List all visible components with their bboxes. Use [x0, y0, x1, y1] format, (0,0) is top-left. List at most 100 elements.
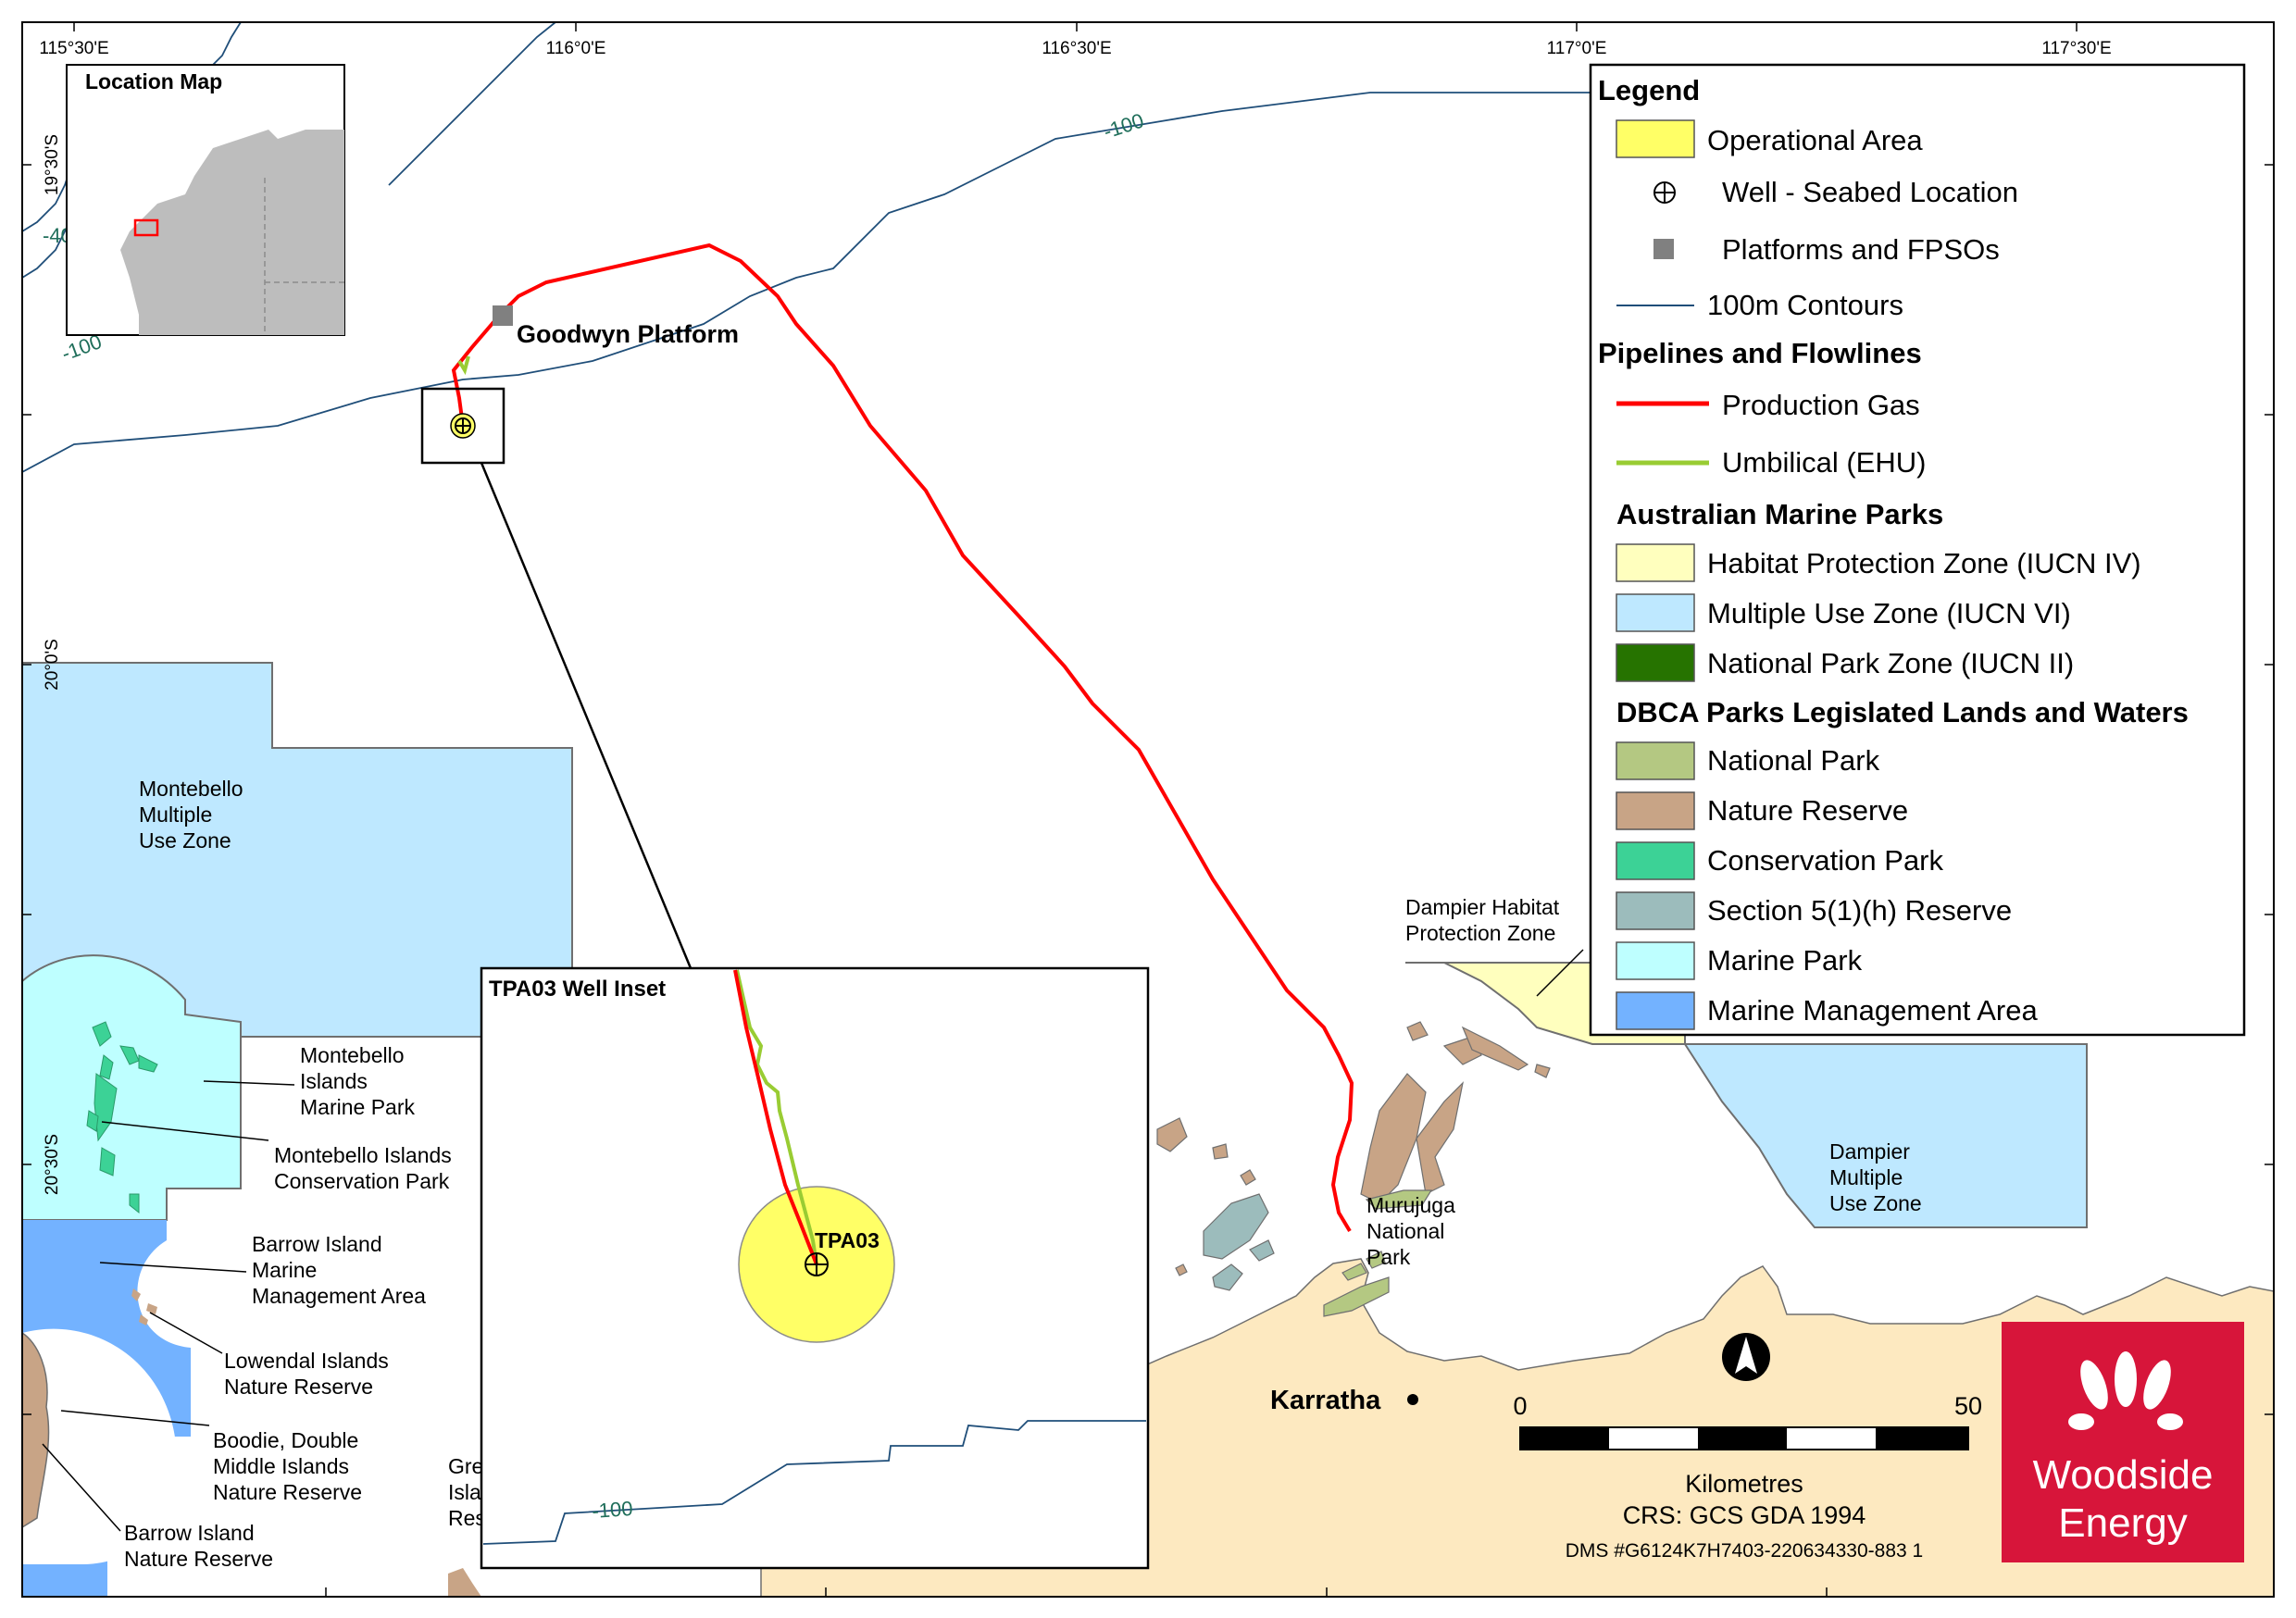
- svg-text:Barrow Island: Barrow Island: [124, 1521, 255, 1545]
- svg-text:Lowendal Islands: Lowendal Islands: [224, 1349, 389, 1373]
- woodside-logo-mark: [2068, 1351, 2183, 1430]
- montebello-cp-label: Montebello Islands Conservation Park: [274, 1143, 452, 1193]
- graticule-label-left-0: 19°30'S: [43, 134, 62, 195]
- legend-item-muz: Multiple Use Zone (IUCN VI): [1707, 597, 2071, 629]
- contour-north: [388, 21, 556, 186]
- legend-item-national-park: National Park: [1707, 744, 1880, 777]
- production-gas-pipeline: [451, 243, 1354, 1233]
- montebello-marine-park: [21, 954, 242, 1221]
- svg-text:Marine Park: Marine Park: [300, 1095, 415, 1119]
- location-map-australia: [120, 130, 344, 335]
- svg-text:Marine: Marine: [252, 1258, 317, 1282]
- graticule-label-top-2: 116°30'E: [1042, 39, 1111, 58]
- location-map-extent: [133, 218, 159, 237]
- dampier-hpz-label: Dampier Habitat Protection Zone: [1405, 895, 1560, 945]
- legend-item-conservation-park: Conservation Park: [1707, 844, 1944, 877]
- legend-item-operational-area: Operational Area: [1707, 124, 1923, 156]
- great-label-partial: Gre Isla Res: [448, 1454, 486, 1530]
- lowendal-islands: [131, 1288, 157, 1326]
- lowendal-label: Lowendal Islands Nature Reserve: [224, 1349, 389, 1399]
- svg-text:Dampier: Dampier: [1829, 1139, 1910, 1164]
- svg-text:Nature Reserve: Nature Reserve: [213, 1480, 362, 1504]
- dampier-multiple-use-zone: [1683, 1043, 2088, 1228]
- location-map-title: Location Map: [85, 69, 222, 93]
- woodside-logo-text-2: Energy: [2058, 1500, 2187, 1546]
- karratha-point: [1407, 1394, 1418, 1405]
- legend-title: Legend: [1598, 74, 1700, 106]
- legend-item-mma: Marine Management Area: [1707, 994, 2038, 1027]
- goodwyn-platform-marker: [493, 305, 513, 326]
- legend-amp-title: Australian Marine Parks: [1616, 498, 1943, 530]
- svg-text:Management Area: Management Area: [252, 1284, 426, 1308]
- svg-text:Montebello: Montebello: [300, 1043, 405, 1067]
- svg-text:Dampier Habitat: Dampier Habitat: [1405, 895, 1560, 919]
- legend-item-production-gas: Production Gas: [1722, 389, 1920, 421]
- svg-text:Use Zone: Use Zone: [139, 828, 231, 853]
- legend-dbca-title: DBCA Parks Legislated Lands and Waters: [1616, 696, 2189, 728]
- legend-platform-icon: [1653, 239, 1674, 259]
- inset-extent-box: [420, 387, 505, 465]
- legend-item-nature-reserve: Nature Reserve: [1707, 794, 1908, 827]
- montebello-mp-label: Montebello Islands Marine Park: [300, 1043, 415, 1119]
- barrow-mma-label: Barrow Island Marine Management Area: [252, 1232, 426, 1308]
- north-arrow: [1722, 1333, 1770, 1381]
- svg-text:Nature Reserve: Nature Reserve: [124, 1547, 273, 1571]
- svg-text:Montebello: Montebello: [139, 777, 243, 801]
- map-frame: [21, 21, 2275, 1598]
- inset-contour-label: -100: [592, 1497, 634, 1523]
- graticule-label-top-1: 116°0'E: [546, 39, 606, 58]
- inset-contour: [482, 1420, 1146, 1545]
- barrow-nr-label: Barrow Island Nature Reserve: [124, 1521, 273, 1571]
- legend-item-hpz: Habitat Protection Zone (IUCN IV): [1707, 547, 2141, 579]
- barrow-mma-inner-sea: [22, 1328, 178, 1564]
- graticule-label-top-4: 117°30'E: [2041, 39, 2111, 58]
- legend-item-well: Well - Seabed Location: [1722, 176, 2018, 208]
- boodie-label: Boodie, Double Middle Islands Nature Res…: [213, 1428, 362, 1504]
- murujuga-label: Murujuga National Park: [1366, 1193, 1455, 1269]
- legend-pipelines-title: Pipelines and Flowlines: [1598, 337, 1922, 369]
- inset-umbilical: [735, 969, 818, 1265]
- legend-item-platforms: Platforms and FPSOs: [1722, 233, 2000, 266]
- dms-label: DMS #G6124K7H7403-220634330-883 1: [1566, 1540, 1923, 1562]
- woodside-logo: Woodside Energy: [2002, 1322, 2244, 1562]
- svg-text:Multiple: Multiple: [1829, 1165, 1903, 1189]
- svg-text:Barrow Island: Barrow Island: [252, 1232, 382, 1256]
- graticule-label-left-1: 20°0'S: [43, 639, 62, 691]
- svg-text:Multiple: Multiple: [139, 803, 212, 827]
- umbilical-pipeline: [457, 355, 470, 376]
- graticule-ticks: [22, 22, 2274, 1597]
- inset-title: TPA03 Well Inset: [489, 977, 666, 1002]
- scale-units: Kilometres: [1685, 1470, 1803, 1498]
- contour-100-main: [21, 92, 1592, 473]
- svg-text:Res: Res: [448, 1506, 486, 1530]
- inset: -100 TPA03 TPA03 Well Inset: [480, 966, 1150, 1570]
- dampier-muz-label: Dampier Multiple Use Zone: [1829, 1139, 1922, 1215]
- svg-text:Murujuga: Murujuga: [1366, 1193, 1455, 1217]
- graticule-label-top-0: 115°30'E: [39, 39, 108, 58]
- inset-production-gas: [733, 969, 818, 1265]
- svg-text:Nature Reserve: Nature Reserve: [224, 1375, 373, 1399]
- crs-label: CRS: GCS GDA 1994: [1623, 1501, 1866, 1529]
- legend-item-umbilical: Umbilical (EHU): [1722, 446, 1926, 479]
- legend: Legend Operational Area Well - Seabed Lo…: [1589, 63, 2246, 1037]
- montebello-muz-label: Montebello Multiple Use Zone: [139, 777, 243, 853]
- legend-item-contours: 100m Contours: [1707, 289, 1903, 321]
- inset-leader-line: [480, 462, 693, 969]
- svg-text:Park: Park: [1366, 1245, 1411, 1269]
- graticule-label-top-3: 117°0'E: [1547, 39, 1607, 58]
- location-map: Location Map: [66, 64, 345, 336]
- legend-item-npz: National Park Zone (IUCN II): [1707, 647, 2074, 679]
- graticule-label-left-2: 20°30'S: [43, 1134, 62, 1195]
- scale-bar: 0 50 Kilometres: [1513, 1392, 1982, 1498]
- svg-text:National: National: [1366, 1219, 1444, 1243]
- dampier-archipelago: [1156, 1021, 1551, 1317]
- scale-end: 50: [1954, 1392, 1982, 1420]
- barrow-island: [21, 1331, 50, 1529]
- woodside-logo-text-1: Woodside: [2033, 1452, 2214, 1498]
- legend-item-marine-park: Marine Park: [1707, 944, 1863, 977]
- svg-text:Isla: Isla: [448, 1480, 481, 1504]
- goodwyn-platform-label: Goodwyn Platform: [517, 320, 739, 348]
- legend-item-section5: Section 5(1)(h) Reserve: [1707, 894, 2012, 927]
- montebello-islands: [86, 1021, 158, 1214]
